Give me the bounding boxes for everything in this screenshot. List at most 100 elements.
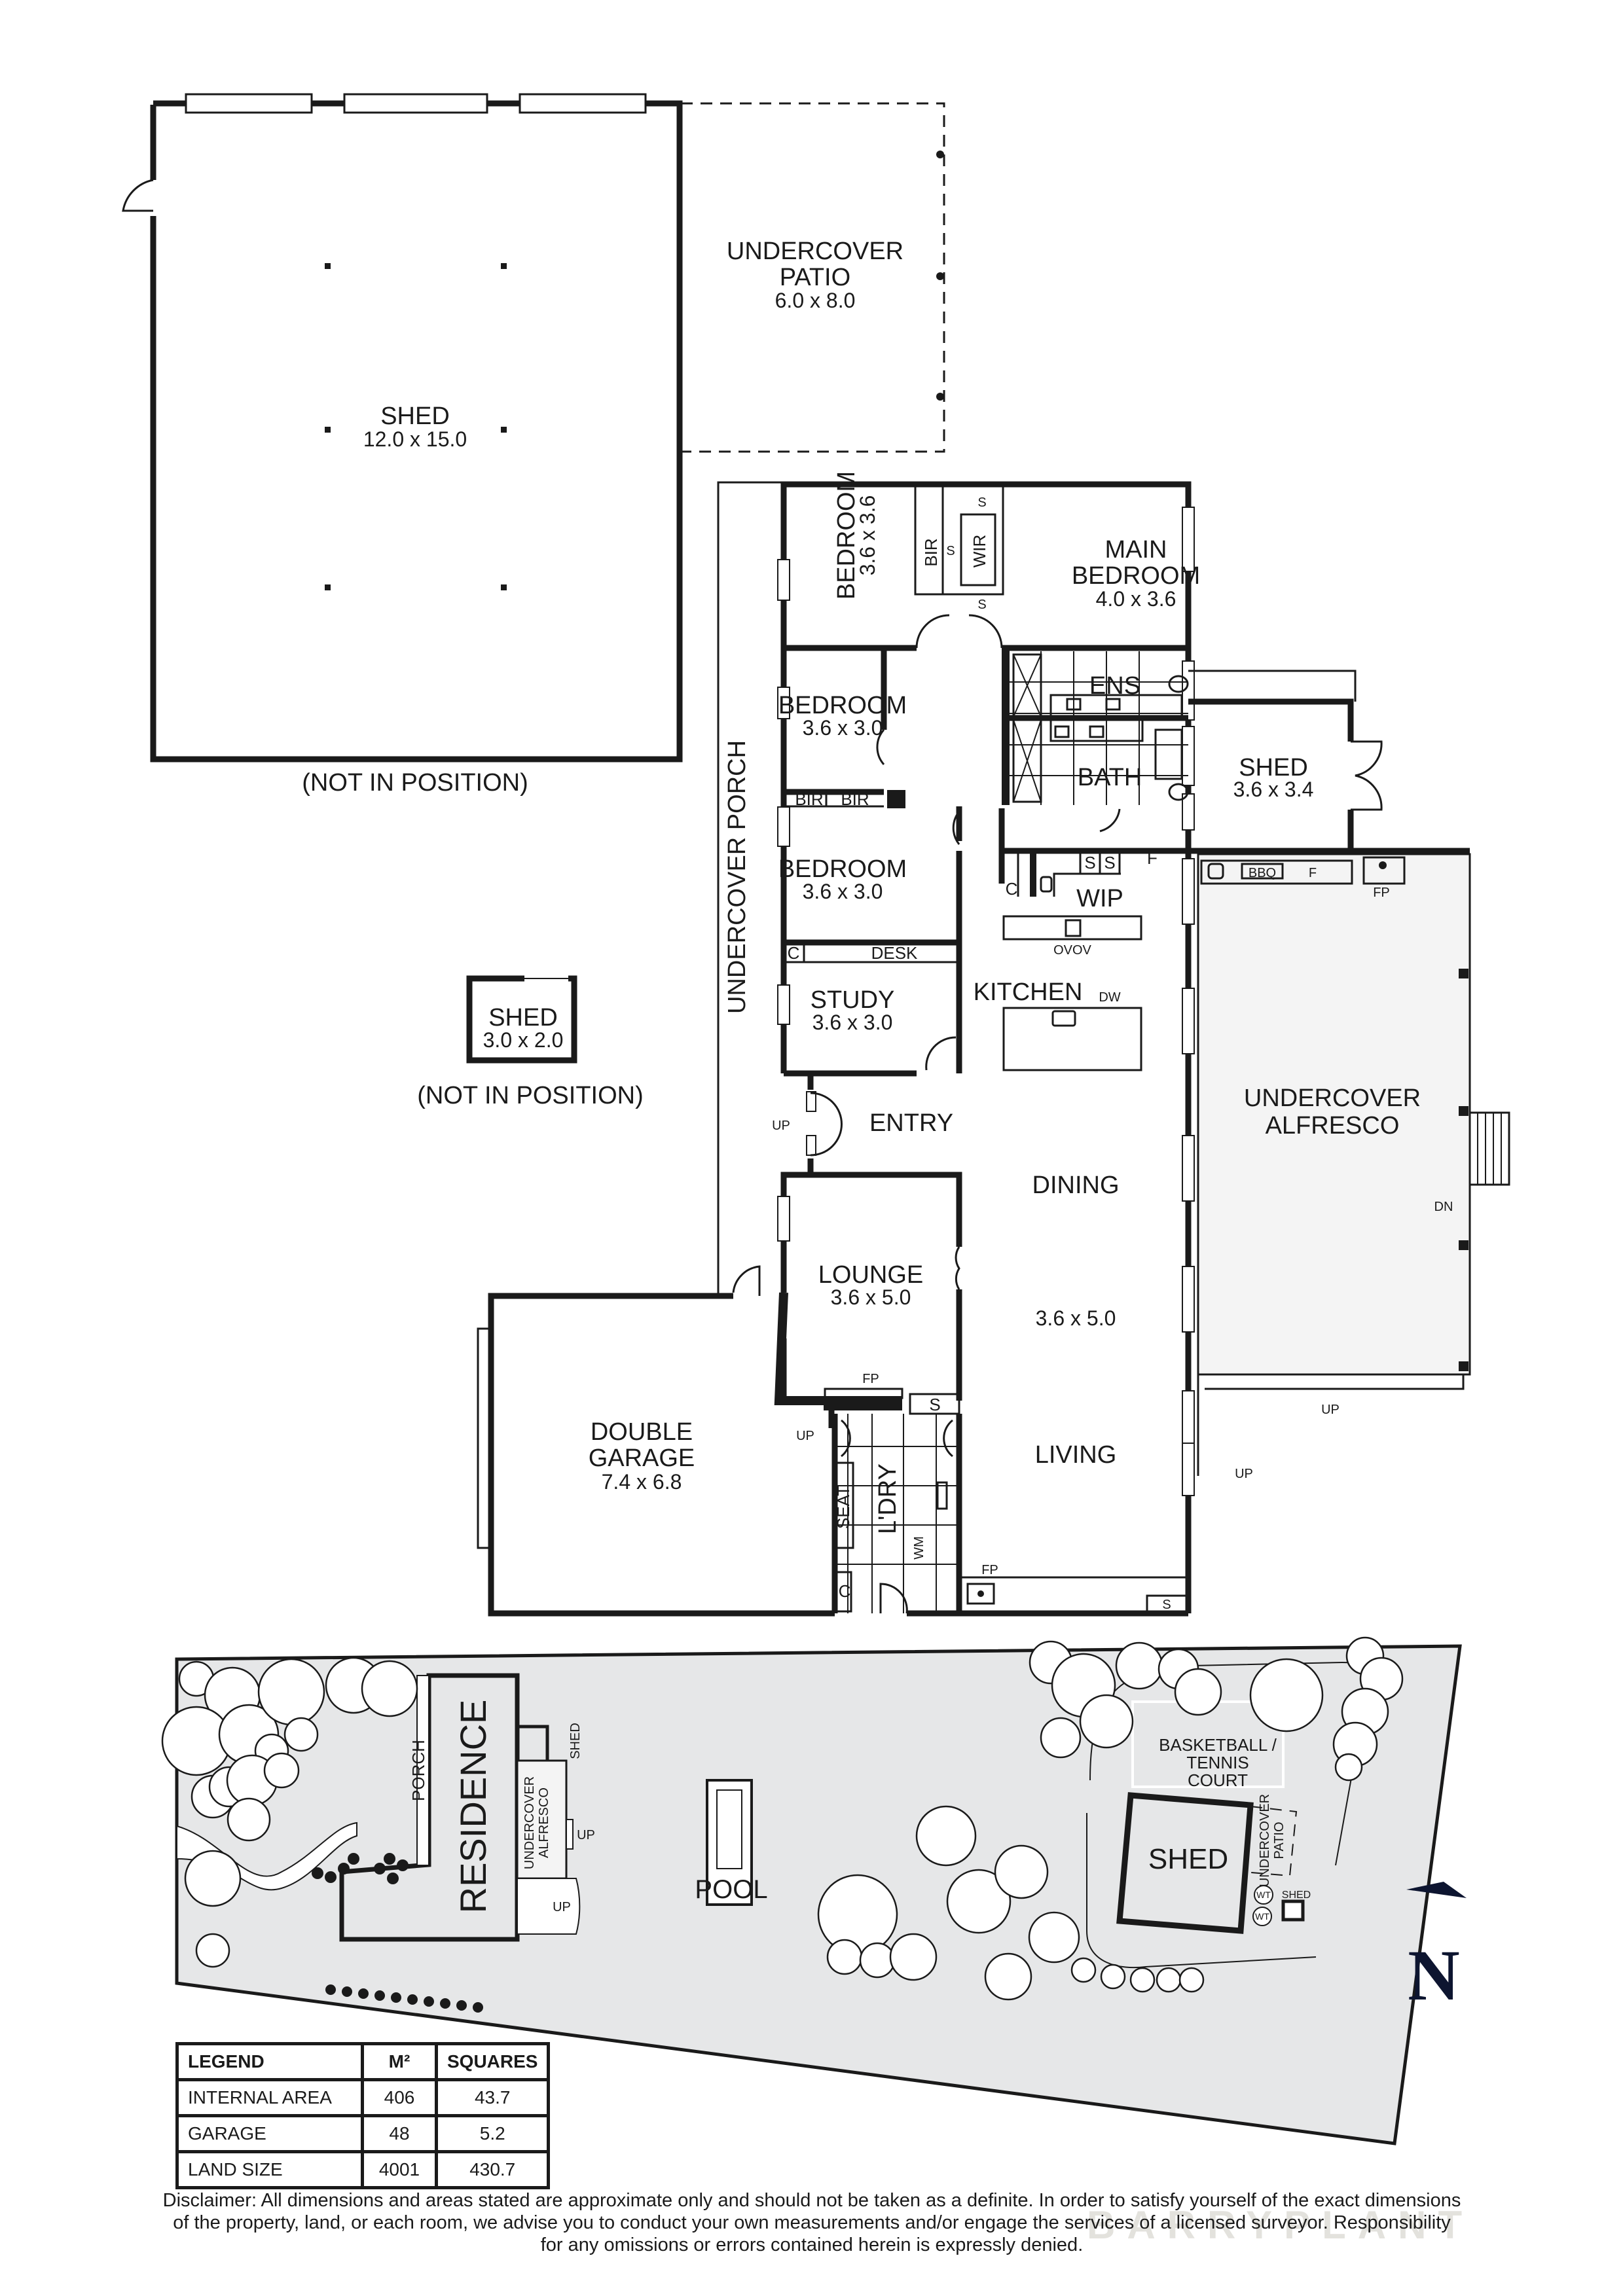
shelf-label: S <box>1162 1598 1171 1612</box>
garage-door <box>477 1327 492 1549</box>
garage-label-2: GARAGE <box>589 1444 695 1472</box>
area-legend-table: LEGEND M² SQUARES INTERNAL AREA 406 43.7… <box>175 2042 551 2189</box>
main-bedroom-label-2: BEDROOM <box>1072 562 1200 590</box>
washing-machine-label: WM <box>912 1536 926 1560</box>
cooktop <box>1065 919 1082 937</box>
oven-label: OVOV <box>1053 943 1091 958</box>
bir-label: BIR <box>921 538 941 566</box>
legend-m2: 4001 <box>361 2150 438 2189</box>
steps <box>1468 1111 1510 1186</box>
legend-m2: 406 <box>361 2078 438 2117</box>
rear-shed-label: SHED <box>1239 754 1308 781</box>
cupboard-label: C <box>839 1581 851 1601</box>
cupboard-label: C <box>788 943 800 963</box>
bedroom1-label: BEDROOM <box>833 471 860 600</box>
legend-squares: 430.7 <box>434 2150 551 2189</box>
bbq-label: BBQ <box>1249 866 1276 880</box>
legend-row: GARAGE 48 5.2 <box>175 2114 551 2153</box>
alfresco-label: UNDERCOVER <box>522 1776 537 1869</box>
patio-label: PATIO <box>1272 1821 1286 1859</box>
laundry-tiles <box>835 1414 959 1613</box>
dining-label: DINING <box>1032 1172 1120 1199</box>
shed-dim: 12.0 x 15.0 <box>363 427 467 451</box>
small-shed-label: SHED <box>488 1004 558 1031</box>
patio-label: UNDERCOVER <box>1258 1794 1272 1887</box>
bathtub <box>1154 728 1183 780</box>
legend-header-squares: SQUARES <box>434 2042 551 2081</box>
dining-living-dim: 3.6 x 5.0 <box>1036 1306 1116 1330</box>
step-up-label: UP <box>1321 1403 1340 1417</box>
legend-label: INTERNAL AREA <box>175 2078 364 2117</box>
pantry-cupboard-label: C <box>1006 879 1018 899</box>
porch-label: UNDERCOVER PORCH <box>723 740 751 1014</box>
alfresco-label: ALFRESCO <box>537 1787 551 1858</box>
shelf-label: S <box>977 495 986 510</box>
legend-label: LAND SIZE <box>175 2150 364 2189</box>
north-label: N <box>1408 1935 1459 2015</box>
small-shed-dim: 3.0 x 2.0 <box>483 1028 564 1052</box>
toilet <box>1168 675 1189 693</box>
wir-label: WIR <box>970 535 989 568</box>
bedroom2-dim: 3.6 x 3.0 <box>803 716 883 740</box>
step-up-label: UP <box>796 1429 814 1443</box>
not-in-position-note: (NOT IN POSITION) <box>302 769 528 797</box>
step-up-label: UP <box>772 1119 790 1133</box>
large-shed: SHED 12.0 x 15.0 (NOT IN POSITION) <box>122 93 683 797</box>
disclaimer-line: Disclaimer: All dimensions and areas sta… <box>162 2190 1461 2211</box>
court-label-1: BASKETBALL / <box>1159 1735 1277 1755</box>
kitchen-label: KITCHEN <box>974 978 1083 1006</box>
north-arrow: N <box>1406 1882 1467 2015</box>
legend-squares: 5.2 <box>434 2114 551 2153</box>
shelf-label: S <box>946 544 955 558</box>
step-up-label: UP <box>553 1900 571 1914</box>
legend-squares: 43.7 <box>434 2078 551 2117</box>
patio-label-1: UNDERCOVER <box>727 238 903 265</box>
watermark: BARRYPLANT <box>1087 2203 1474 2247</box>
disclaimer-line: of the property, land, or each room, we … <box>173 2212 1451 2233</box>
shelf-label: S <box>977 598 986 612</box>
shelf-label: S <box>929 1395 940 1414</box>
alfresco-label-1: UNDERCOVER <box>1244 1085 1421 1112</box>
shed-label: SHED <box>568 1723 583 1759</box>
shed-label: SHED <box>1148 1843 1228 1875</box>
bir-label: BIR <box>795 789 823 809</box>
legend-label: GARAGE <box>175 2114 364 2153</box>
step-down-label: DN <box>1434 1200 1453 1214</box>
fridge-label: F <box>1147 848 1158 868</box>
garage-dim: 7.4 x 6.8 <box>602 1470 682 1494</box>
windows <box>777 507 1195 1496</box>
legend-header-row: LEGEND M² SQUARES <box>175 2042 551 2081</box>
legend-row: INTERNAL AREA 406 43.7 <box>175 2078 551 2117</box>
fireplace-label: FP <box>862 1372 879 1386</box>
seat-label: SEAT <box>833 1486 853 1529</box>
wip-label: WIP <box>1076 885 1123 912</box>
legend-m2: 48 <box>361 2114 438 2153</box>
door-swing <box>122 179 154 212</box>
lounge-dim: 3.6 x 5.0 <box>831 1285 911 1309</box>
bir-label: BIR <box>841 789 869 809</box>
shelf-label: S <box>1084 853 1095 872</box>
rear-shed-dim: 3.6 x 3.4 <box>1233 778 1314 801</box>
ensuite-label: ENS <box>1089 672 1140 700</box>
toilet <box>1168 783 1189 801</box>
roller-door <box>519 93 647 114</box>
court-label-3: COURT <box>1188 1770 1248 1790</box>
roller-door <box>185 93 313 114</box>
fireplace-label: FP <box>981 1563 998 1577</box>
study-label: STUDY <box>811 986 895 1014</box>
main-bedroom-label-1: MAIN <box>1105 536 1167 564</box>
main-bedroom-dim: 4.0 x 3.6 <box>1096 587 1176 611</box>
shelf-label: S <box>1104 853 1115 872</box>
bedroom1-dim: 3.6 x 3.6 <box>856 495 879 576</box>
garage-label-1: DOUBLE <box>591 1418 693 1446</box>
study-dim: 3.6 x 3.0 <box>812 1011 893 1034</box>
water-tank-label: WT <box>1255 1911 1269 1922</box>
bedroom3-dim: 3.6 x 3.0 <box>803 880 883 903</box>
alfresco-label-2: ALFRESCO <box>1266 1112 1400 1139</box>
sink <box>1051 1010 1076 1027</box>
legend-row: LAND SIZE 4001 430.7 <box>175 2150 551 2189</box>
small-shed: SHED 3.0 x 2.0 (NOT IN POSITION) <box>417 975 644 1109</box>
shed-label: SHED <box>1282 1890 1311 1901</box>
court-label-2: TENNIS <box>1186 1753 1249 1772</box>
disclaimer: Disclaimer: All dimensions and areas sta… <box>26 2189 1597 2256</box>
